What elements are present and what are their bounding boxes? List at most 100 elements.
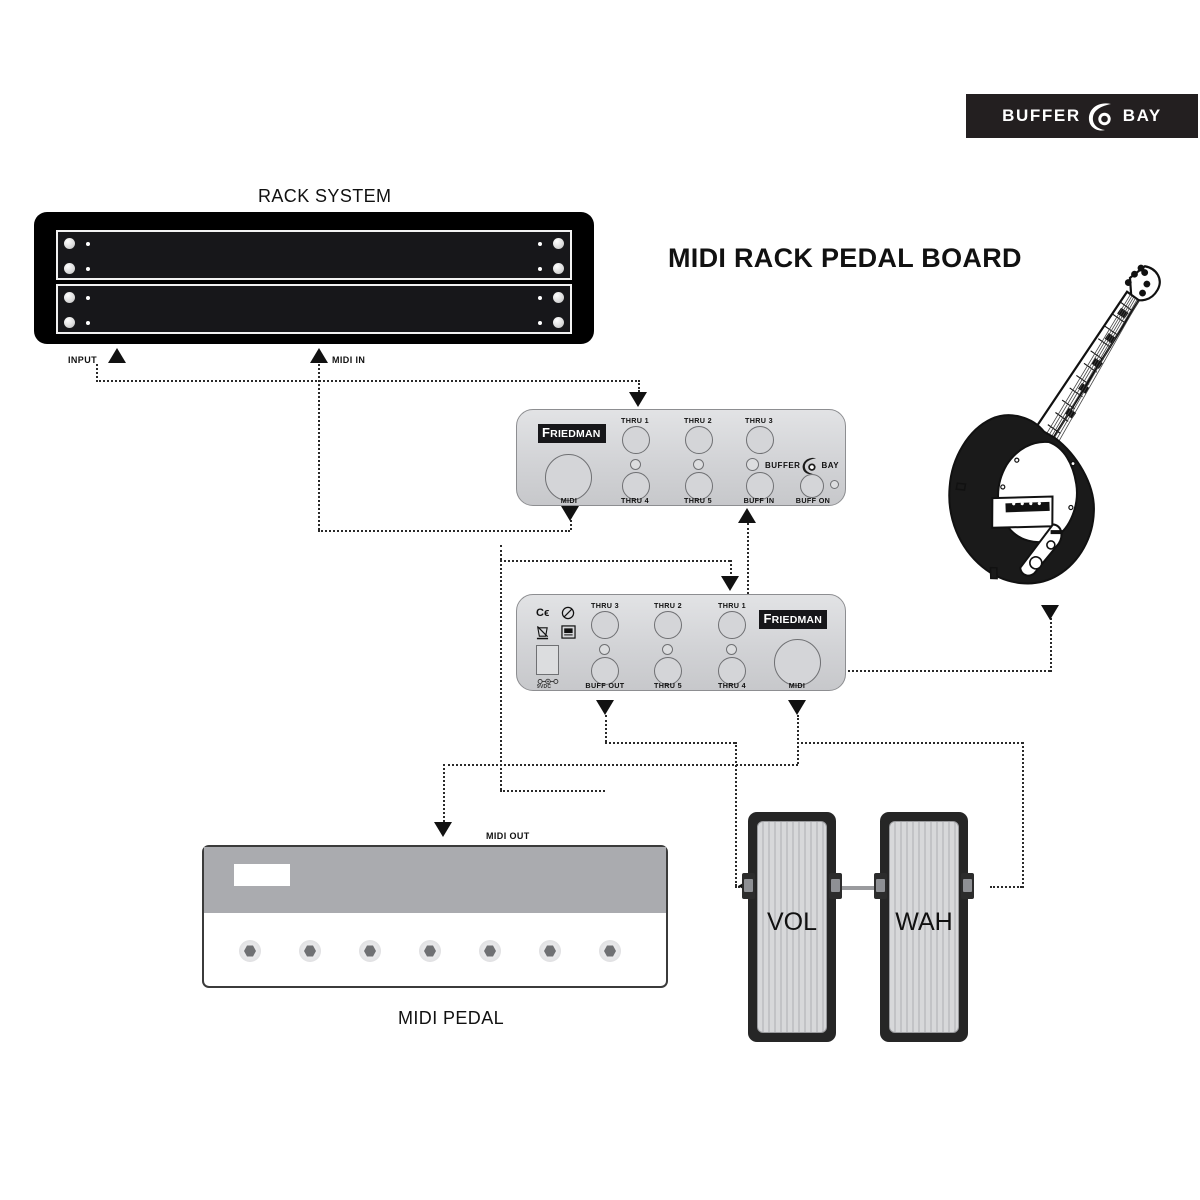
buffer-unit-bottom[interactable]: FRIEDMAN MIDI Cϵ (516, 594, 846, 691)
arrow-into-thru1-top (629, 392, 647, 407)
wah-pedal-output-jack[interactable] (961, 873, 974, 899)
jack-label-thru5-b: THRU 5 (653, 681, 683, 690)
wire-midi-top-stub (570, 516, 572, 530)
jack-led-b1 (599, 644, 610, 655)
jack-thru4[interactable] (622, 472, 650, 500)
friedman-logo-top: FRIEDMAN (538, 424, 606, 443)
jack-label-thru1: THRU 1 (620, 416, 650, 425)
wire-buff-out-right (605, 742, 735, 744)
pedal-patch-cable (842, 886, 884, 890)
arrow-guitar-output (1041, 605, 1059, 620)
footswitch[interactable] (539, 940, 561, 962)
volume-pedal-input-jack[interactable] (742, 873, 755, 899)
page-title: MIDI RACK PEDAL BOARD (668, 243, 1022, 273)
arrow-into-buff-in (738, 508, 756, 523)
rack-dot (86, 267, 90, 271)
rack-unit-top (56, 230, 572, 280)
footswitch[interactable] (239, 940, 261, 962)
buffer-unit-top[interactable]: FRIEDMAN MIDI THRU 1 THRU 4 THRU 2 THRU … (516, 409, 846, 506)
knob-buff-on[interactable] (800, 474, 824, 498)
midi-pedal-title: MIDI PEDAL (398, 1008, 505, 1028)
jack-led-b3 (726, 644, 737, 655)
jack-buff-out[interactable] (591, 657, 619, 685)
jack-label-thru3-b: THRU 3 (590, 601, 620, 610)
jack-thru3-b[interactable] (591, 611, 619, 639)
jack-label-thru5: THRU 5 (683, 496, 713, 505)
midi-pedal[interactable] (202, 845, 668, 988)
rack-midi-in-label: MIDI IN (332, 355, 366, 365)
jack-thru2-b[interactable] (654, 611, 682, 639)
arrow-into-midi-top-unit (561, 506, 579, 521)
bb-word-left: BUFFER (765, 461, 801, 470)
volume-pedal-label: VOL (766, 908, 818, 936)
footswitch[interactable] (479, 940, 501, 962)
midi-pedal-display (234, 864, 290, 886)
rack-screw (64, 263, 75, 274)
rack-screw (64, 238, 75, 249)
read-manual-icon (561, 625, 576, 641)
jack-led-b2 (662, 644, 673, 655)
volume-pedal[interactable]: VOL (742, 812, 842, 1042)
jack-label-thru3: THRU 3 (744, 416, 774, 425)
wire-midi-in-right (318, 530, 570, 532)
wah-pedal-input-jack[interactable] (874, 873, 887, 899)
rack-dot (538, 321, 542, 325)
ce-mark-icon: Cϵ (536, 607, 550, 619)
wire-u2-top-run (500, 560, 730, 562)
arrow-midi-bottom-unit (788, 700, 806, 715)
footswitch[interactable] (359, 940, 381, 962)
jack-thru3[interactable] (746, 426, 774, 454)
rack-screw (64, 292, 75, 303)
footswitch[interactable] (419, 940, 441, 962)
jack-led-1 (630, 459, 641, 470)
pedal-treadle[interactable] (889, 821, 959, 1033)
no-general-waste-icon (561, 606, 575, 622)
midi-pedal-port-label: MIDI OUT (486, 831, 530, 841)
rack-screw (553, 317, 564, 328)
pedal-treadle[interactable] (757, 821, 827, 1033)
wire-to-rack-midi-in (318, 364, 320, 382)
wire-wah-out (990, 886, 1022, 888)
jack-label-buff-in: BUFF IN (743, 496, 775, 505)
wire-wah-up (1022, 742, 1024, 888)
footswitch[interactable] (299, 940, 321, 962)
wah-pedal[interactable]: WAH (874, 812, 974, 1042)
led-buff-on (830, 480, 839, 489)
jack-thru5-b[interactable] (654, 657, 682, 685)
jack-thru5[interactable] (685, 472, 713, 500)
power-label: 9VDC (537, 684, 552, 690)
volume-pedal-output-jack[interactable] (829, 873, 842, 899)
wire-midi-out-left (443, 764, 798, 766)
wire-buff-out-down (605, 715, 607, 742)
jack-led-3 (746, 458, 759, 471)
weee-bin-icon (536, 625, 549, 642)
jack-midi-top[interactable] (545, 454, 592, 501)
wire-midi-out-down (797, 715, 799, 764)
arrow-buff-out (596, 700, 614, 715)
rack-system-title: RACK SYSTEM (258, 186, 392, 206)
electric-guitar-icon (930, 240, 1180, 640)
rack-dot (86, 321, 90, 325)
power-polarity-icon (537, 677, 559, 687)
buffer-bay-logo-top: BUFFER BAY (765, 456, 839, 475)
wire-rack-trunk (96, 380, 640, 382)
power-jack[interactable] (536, 645, 559, 675)
brand-word-right: BAY (1122, 106, 1162, 125)
wire-midi-out-drop (443, 764, 445, 822)
buffer-bay-brand-bar: BUFFER BAY (966, 94, 1198, 138)
wire-midi-in-down (318, 380, 320, 530)
jack-midi-bottom[interactable] (774, 639, 821, 686)
rack-unit-bottom (56, 284, 572, 334)
rack-screw (553, 292, 564, 303)
rack-system (34, 212, 594, 344)
jack-thru4-b[interactable] (718, 657, 746, 685)
rack-input-label: INPUT (68, 355, 97, 365)
rack-dot (538, 267, 542, 271)
jack-label-thru2-b: THRU 2 (653, 601, 683, 610)
jack-buff-in[interactable] (746, 472, 774, 500)
rack-screw (64, 317, 75, 328)
jack-thru1-b[interactable] (718, 611, 746, 639)
footswitch[interactable] (599, 940, 621, 962)
jack-thru2[interactable] (685, 426, 713, 454)
jack-thru1[interactable] (622, 426, 650, 454)
